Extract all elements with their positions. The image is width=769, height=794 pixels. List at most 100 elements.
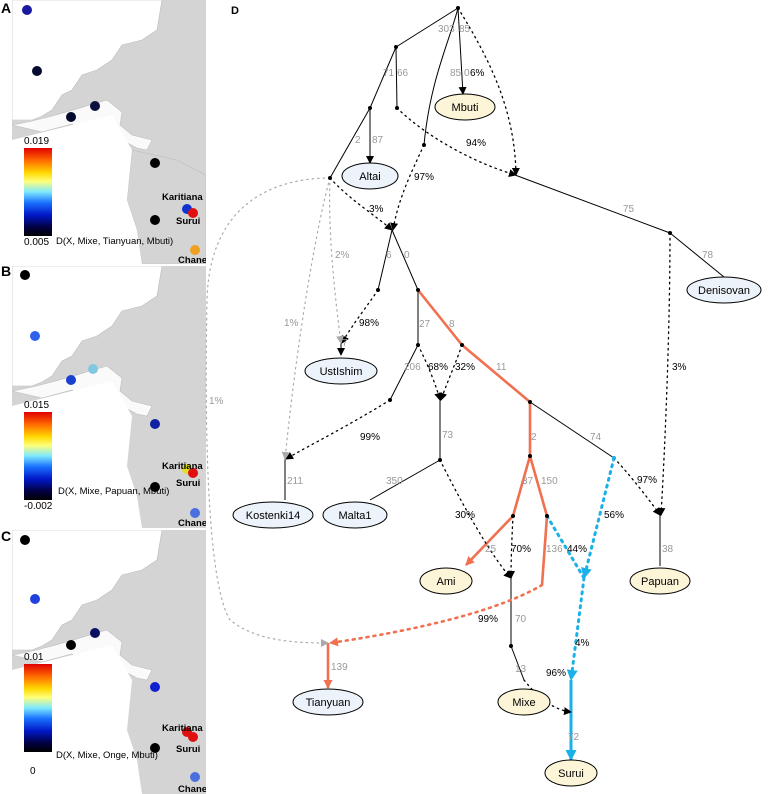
- sample-dot: [150, 158, 160, 168]
- branch-length: 37: [522, 476, 534, 487]
- sample-dot: [150, 482, 160, 492]
- karitiana-label: Karitiana: [162, 723, 203, 734]
- legend-min: 0.005: [24, 237, 50, 248]
- surui-lineage-edges: [545, 456, 616, 761]
- admixture-weight: 32%: [455, 362, 475, 373]
- branch-length: 72: [568, 732, 580, 743]
- label-tianyuan: Tianyuan: [306, 697, 351, 709]
- admixture-weight: 44%: [567, 544, 587, 555]
- tianyuan-admixture-edge: [328, 583, 544, 647]
- sample-dot: [20, 270, 30, 280]
- chane-label: Chane: [178, 784, 206, 794]
- surui-label: Surui: [176, 744, 201, 755]
- panel-letter-c: C: [1, 528, 12, 544]
- surui-label: Surui: [176, 216, 201, 227]
- admixture-weight: 3%: [672, 362, 687, 373]
- branch-length: 27: [419, 319, 431, 330]
- admixture-weight: 1%: [284, 318, 299, 329]
- label-mixe: Mixe: [512, 697, 535, 709]
- d-statistic-label: D(X, Mixe, Onge, Mbuti): [56, 750, 158, 761]
- sample-dot: [150, 743, 160, 753]
- karitiana-label: Karitiana: [162, 461, 203, 472]
- tianyuan-lineage-edges: [323, 289, 549, 689]
- branch-length: 66: [397, 68, 409, 79]
- sample-dot: [90, 628, 100, 638]
- sample-dot: [66, 112, 76, 122]
- d-statistic-label: D(X, Mixe, Tianyuan, Mbuti): [56, 236, 174, 247]
- legend-max: 0.01: [24, 652, 44, 663]
- panel-letter-d: D: [231, 5, 239, 17]
- branch-length: 87: [372, 135, 384, 146]
- node-surui: [544, 759, 598, 787]
- branch-length: 2: [355, 135, 361, 146]
- branch-length: 139: [331, 662, 348, 673]
- admixture-weight: 3%: [369, 204, 384, 215]
- sample-dot: [20, 535, 30, 545]
- branch-length: 0: [464, 68, 470, 79]
- sample-dot: [182, 464, 192, 474]
- color-scale-bar: [24, 412, 52, 500]
- branch-length: 74: [590, 432, 602, 443]
- label-surui: Surui: [558, 768, 584, 780]
- admixture-weight: 98%: [359, 318, 379, 329]
- map-panel-c: Karitiana Surui Chane 0.01 0 D(X, Mixe, …: [12, 530, 206, 794]
- legend-min: 0: [30, 766, 36, 777]
- label-papuan: Papuan: [641, 576, 679, 588]
- admixture-weight: 30%: [455, 510, 475, 521]
- admixture-weight: 56%: [604, 510, 624, 521]
- branch-length: 11: [496, 362, 507, 373]
- node-mbuti: [434, 93, 496, 121]
- map-panel-b: Karitiana Surui Chane 0.015 -0.002 D(X, …: [12, 266, 206, 528]
- admixture-weight: 96%: [546, 668, 566, 679]
- branch-length: 2: [531, 432, 537, 443]
- chane-label: Chane: [178, 255, 206, 264]
- graph-nodes: [328, 6, 672, 648]
- branch-length: 206: [404, 362, 421, 373]
- legend-max: 0.019: [24, 136, 50, 147]
- admixture-weight: 6%: [470, 68, 485, 79]
- admixture-weight: 2%: [335, 250, 350, 261]
- drift-edges: [284, 7, 725, 681]
- sample-dot: [90, 101, 100, 111]
- branch-length-7: 7: [342, 338, 348, 349]
- sample-dot: [188, 468, 198, 478]
- branch-length: 75: [623, 204, 635, 215]
- sample-dot: [190, 772, 200, 782]
- node-mixe: [497, 688, 551, 716]
- branch-length: 70: [515, 614, 527, 625]
- minor-admixture-edges: [205, 177, 345, 647]
- branch-length: 78: [702, 250, 714, 261]
- label-denisovan: Denisovan: [698, 285, 750, 297]
- admixture-weight: 99%: [360, 432, 380, 443]
- map-panel-a: Karitiana Surui Chane 0.019 0.005 D(X, M…: [12, 0, 206, 264]
- branch-length: 13: [515, 664, 527, 675]
- branch-length: 85: [450, 68, 462, 79]
- label-malta1: Malta1: [338, 510, 371, 522]
- branch-length: 0: [404, 250, 410, 261]
- label-altai: Altai: [359, 171, 380, 183]
- branch-length: 350: [386, 476, 403, 487]
- sample-dot: [88, 364, 98, 374]
- node-ustishim: [304, 357, 378, 385]
- branch-length: 71: [383, 68, 395, 79]
- surui-label: Surui: [176, 478, 201, 489]
- panel-letter-a: A: [1, 0, 12, 16]
- sample-dot: [32, 66, 42, 76]
- panel-letter-b: B: [1, 263, 12, 279]
- admixture-weight: 94%: [466, 138, 486, 149]
- d-statistic-label: D(X, Mixe, Papuan, Mbuti): [58, 486, 170, 497]
- admixture-weight: 4%: [575, 638, 590, 649]
- sample-dot: [188, 732, 198, 742]
- branch-length: 211: [287, 476, 303, 487]
- branch-length: 136: [546, 544, 563, 555]
- branch-length: 38: [662, 544, 674, 555]
- sample-dot: [30, 594, 40, 604]
- node-kostenki14: [232, 501, 314, 529]
- node-tianyuan: [292, 688, 364, 716]
- karitiana-label: Karitiana: [162, 192, 203, 203]
- sample-dot: [150, 682, 160, 692]
- node-malta1: [322, 501, 388, 529]
- sample-dot: [22, 5, 32, 15]
- label-kostenki14: Kostenki14: [246, 510, 300, 522]
